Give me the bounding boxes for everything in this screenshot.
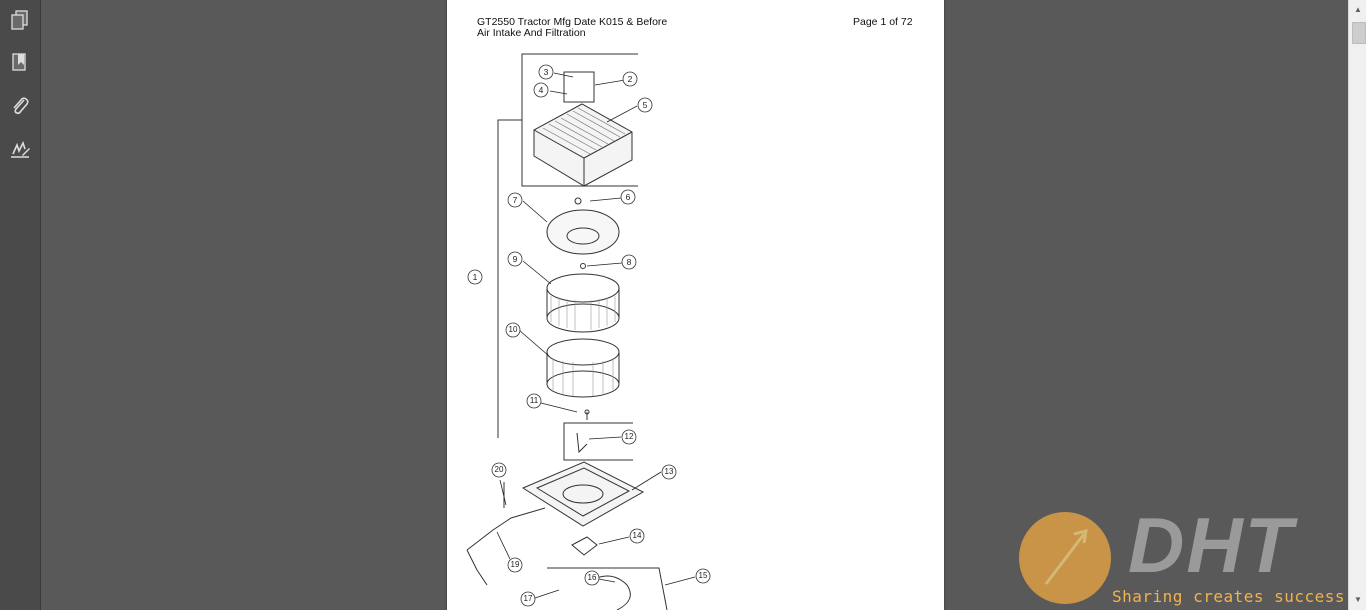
callout-label: 10 bbox=[508, 325, 518, 334]
watermark-logo-icon bbox=[1019, 512, 1111, 604]
page-number: Page 1 of 72 bbox=[853, 16, 913, 28]
callout-label: 7 bbox=[512, 195, 518, 205]
attachments-icon[interactable] bbox=[6, 92, 34, 120]
callout-label: 8 bbox=[626, 257, 632, 267]
scroll-up-icon[interactable]: ▲ bbox=[1354, 5, 1362, 14]
callout-label: 12 bbox=[624, 432, 634, 441]
scrollbar-thumb[interactable] bbox=[1352, 22, 1366, 44]
callout-label: 2 bbox=[627, 74, 633, 84]
pdf-page: GT2550 Tractor Mfg Date K015 & Before Ai… bbox=[447, 0, 944, 610]
callout-label: 15 bbox=[698, 571, 708, 580]
watermark-tagline: Sharing creates success bbox=[1112, 587, 1346, 606]
callout-label: 1 bbox=[472, 272, 478, 282]
navigation-panel bbox=[0, 0, 41, 610]
vertical-scrollbar[interactable]: ▲ ▼ bbox=[1348, 0, 1366, 610]
callout-label: 4 bbox=[538, 85, 544, 95]
callout-label: 17 bbox=[523, 594, 533, 603]
header-title: GT2550 Tractor Mfg Date K015 & Before bbox=[477, 16, 668, 28]
callout-label: 3 bbox=[543, 67, 549, 77]
callout-label: 5 bbox=[642, 100, 648, 110]
header-subtitle: Air Intake And Filtration bbox=[477, 27, 586, 39]
watermark-text: DHT bbox=[1128, 501, 1295, 589]
callout-label: 6 bbox=[625, 192, 631, 202]
scroll-down-icon[interactable]: ▼ bbox=[1354, 595, 1362, 604]
callout-label: 14 bbox=[632, 531, 642, 540]
signatures-icon[interactable] bbox=[6, 136, 34, 164]
callout-label: 13 bbox=[664, 467, 674, 476]
callout-label: 11 bbox=[529, 396, 539, 405]
callout-label: 16 bbox=[587, 573, 597, 582]
bookmarks-icon[interactable] bbox=[6, 48, 34, 76]
pages-icon[interactable] bbox=[6, 6, 34, 34]
callout-label: 20 bbox=[494, 465, 504, 474]
callout-label: 19 bbox=[510, 560, 520, 569]
parts-diagram bbox=[466, 53, 711, 610]
callout-label: 9 bbox=[512, 254, 518, 264]
